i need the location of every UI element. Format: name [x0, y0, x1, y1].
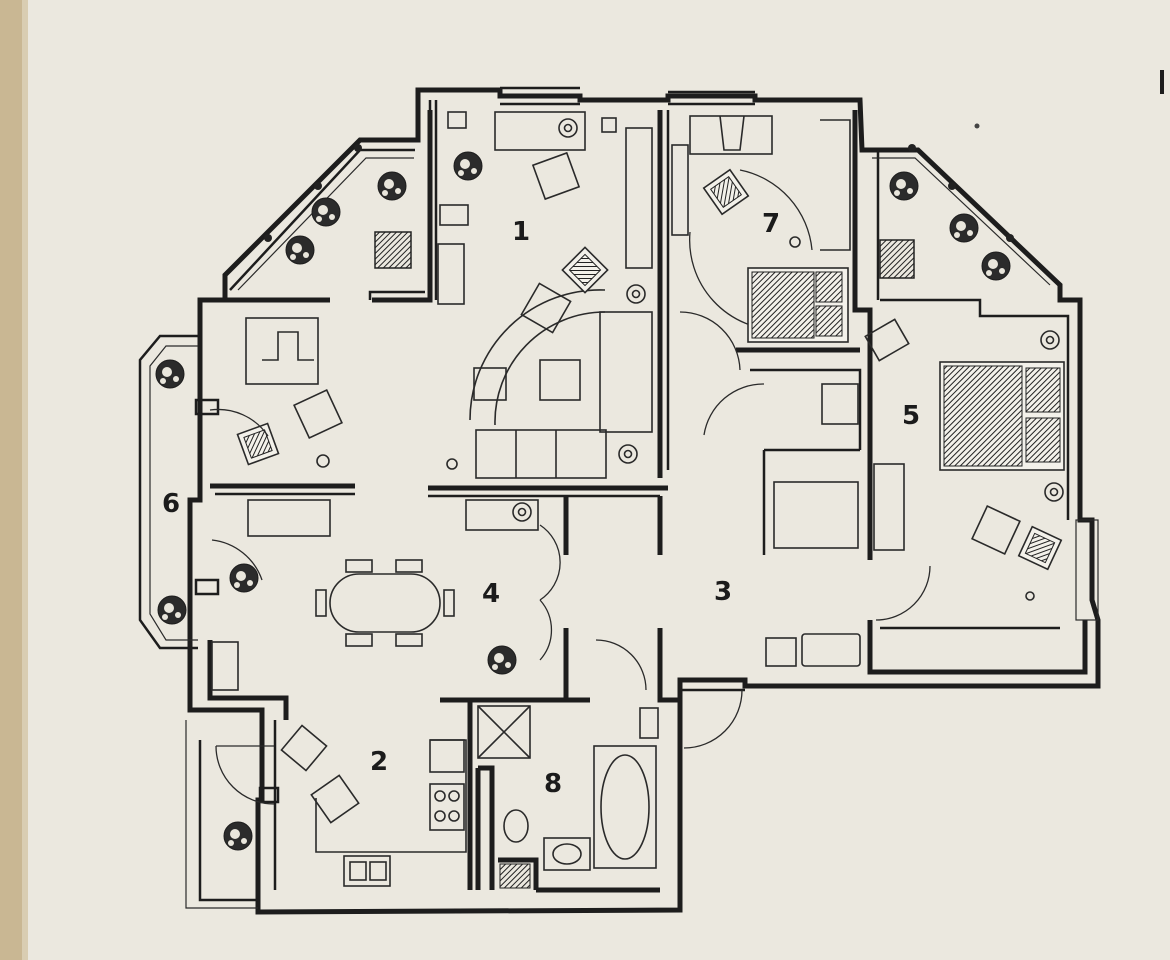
- room-5-furniture: [864, 318, 1099, 621]
- room-label-2: 2: [370, 747, 388, 777]
- room-4-furniture: [211, 499, 561, 661]
- room-label-1: 1: [512, 217, 530, 247]
- room-labels: 1 2 3 4 5 6 7 8: [162, 209, 920, 799]
- room-label-8: 8: [544, 769, 562, 799]
- room-label-7: 7: [762, 209, 780, 239]
- room-1-furniture: [437, 111, 653, 479]
- terrace-right: [872, 144, 1051, 286]
- room-label-5: 5: [902, 401, 920, 431]
- room-label-4: 4: [482, 579, 500, 609]
- room-6-furniture: [209, 317, 343, 537]
- room-3-furniture: [595, 311, 931, 749]
- room-2-balcony: [185, 720, 280, 909]
- room-7-furniture: [671, 115, 851, 343]
- room-label-6: 6: [162, 489, 180, 519]
- room-2-furniture: [211, 641, 467, 887]
- book-edge: [0, 0, 22, 960]
- room-6-bay: [138, 334, 220, 650]
- room-label-3: 3: [714, 577, 732, 607]
- room-8-furniture: [477, 705, 659, 889]
- walls: [187, 86, 1101, 915]
- terrace-left: [229, 144, 415, 291]
